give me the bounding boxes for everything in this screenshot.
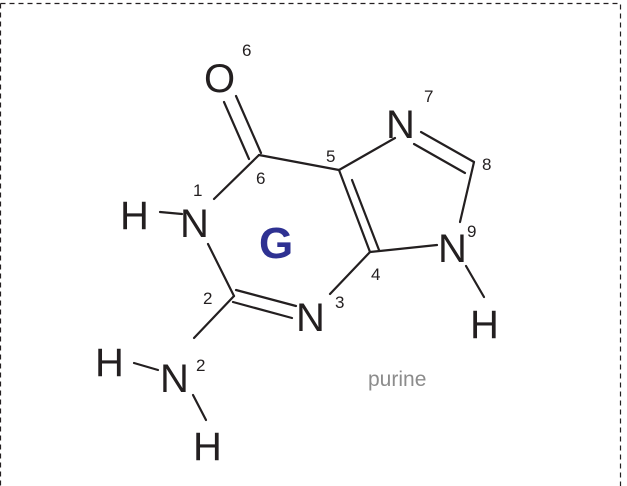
bond-c5-c4-b bbox=[350, 178, 381, 252]
number-n2: 2 bbox=[196, 356, 205, 375]
bond-c6-n1 bbox=[212, 153, 261, 201]
atom-h1: H bbox=[120, 194, 149, 238]
atom-n9: N bbox=[438, 227, 467, 271]
number-n1: 1 bbox=[193, 181, 202, 200]
atom-h-n2-left: H bbox=[95, 341, 124, 385]
bond-c4-n3 bbox=[328, 250, 372, 296]
position-numbers: 6 7 8 5 1 6 9 4 2 3 2 bbox=[193, 41, 491, 375]
bond-n3-c2-b bbox=[231, 300, 294, 320]
bond-c6-o6-a bbox=[234, 94, 263, 155]
bond-n3-c2-a bbox=[234, 288, 298, 308]
atom-labels: O N H N N N H H N H bbox=[95, 57, 499, 469]
bond-n9-h bbox=[464, 264, 486, 299]
atom-n1: N bbox=[180, 202, 209, 246]
number-c5: 5 bbox=[326, 147, 335, 166]
atom-o6: O bbox=[204, 57, 235, 101]
number-c6: 6 bbox=[256, 169, 265, 188]
bond-n9-c4 bbox=[368, 243, 439, 254]
number-o6: 6 bbox=[242, 41, 251, 60]
atom-h-n2-bottom: H bbox=[193, 425, 222, 469]
bond-c5-c4-a bbox=[337, 168, 372, 254]
bond-c8-n9 bbox=[458, 160, 476, 224]
bond-n2-h bbox=[191, 393, 208, 422]
base-letter: G bbox=[259, 219, 293, 268]
bond-c5-n7 bbox=[337, 136, 397, 172]
bond-c2-n2 bbox=[192, 294, 236, 340]
class-label: purine bbox=[368, 368, 426, 391]
bond-h-n2 bbox=[132, 361, 160, 372]
bond-c6-c5 bbox=[257, 153, 341, 172]
atom-n2: N bbox=[160, 357, 189, 401]
number-n7: 7 bbox=[424, 87, 433, 106]
atom-n3: N bbox=[296, 296, 325, 340]
bond-n7-c8-b bbox=[412, 142, 467, 175]
bonds bbox=[132, 94, 486, 422]
number-c2: 2 bbox=[203, 289, 212, 308]
number-c4: 4 bbox=[371, 265, 380, 284]
bond-n7-c8-a bbox=[419, 130, 476, 164]
bond-c6-o6-b bbox=[222, 100, 251, 161]
bond-h-n1 bbox=[158, 210, 184, 216]
atom-h9: H bbox=[470, 303, 499, 347]
bond-c2-n1 bbox=[206, 242, 236, 298]
number-n3: 3 bbox=[335, 293, 344, 312]
number-c8: 8 bbox=[482, 155, 491, 174]
atom-n7: N bbox=[386, 103, 415, 147]
number-n9: 9 bbox=[467, 222, 476, 241]
